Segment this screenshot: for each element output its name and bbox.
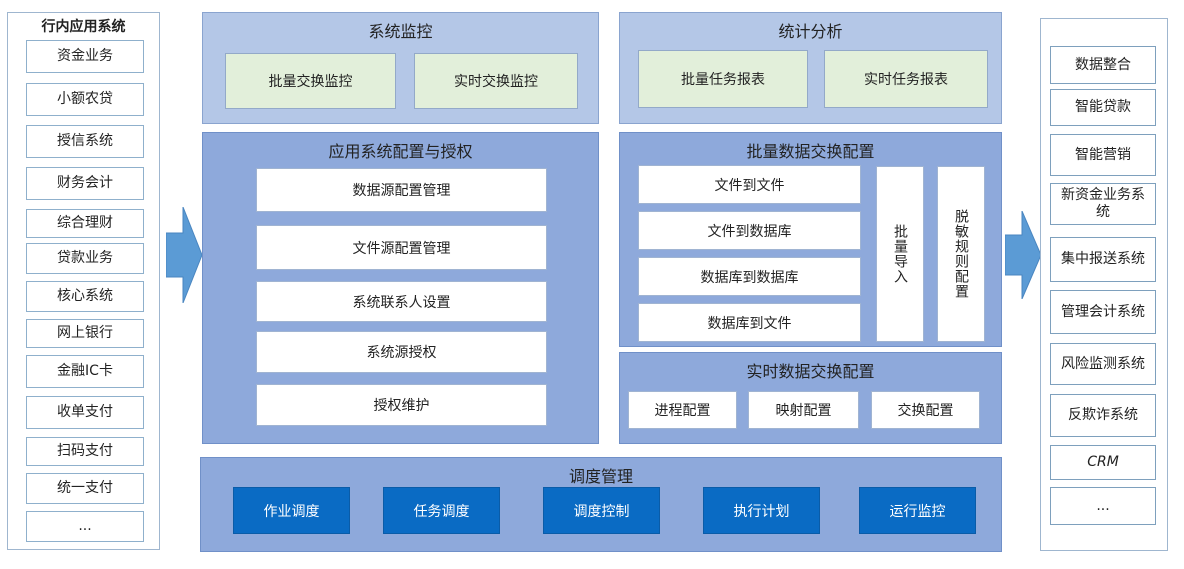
left-item-credit[interactable]: 授信系统 bbox=[26, 125, 144, 158]
file-to-db[interactable]: 文件到数据库 bbox=[638, 211, 861, 250]
right-arrow-icon bbox=[1005, 211, 1041, 299]
left-item-acquiring[interactable]: 收单支付 bbox=[26, 396, 144, 429]
file-to-file[interactable]: 文件到文件 bbox=[638, 165, 861, 204]
right-item-crm[interactable]: CRM bbox=[1050, 445, 1156, 480]
app-config-title: 应用系统配置与授权 bbox=[328, 142, 473, 161]
job-scheduling[interactable]: 作业调度 bbox=[233, 487, 350, 534]
left-item-wealth[interactable]: 综合理财 bbox=[26, 209, 144, 238]
datasource-config[interactable]: 数据源配置管理 bbox=[256, 168, 547, 212]
left-item-more[interactable]: ... bbox=[26, 511, 144, 542]
mapping-config[interactable]: 映射配置 bbox=[748, 391, 859, 429]
system-contact-setting[interactable]: 系统联系人设置 bbox=[256, 281, 547, 322]
run-monitoring[interactable]: 运行监控 bbox=[859, 487, 976, 534]
left-item-ebank[interactable]: 网上银行 bbox=[26, 319, 144, 348]
batch-exchange-monitor[interactable]: 批量交换监控 bbox=[225, 53, 396, 109]
scheduling-panel: 调度管理 作业调度 任务调度 调度控制 执行计划 运行监控 bbox=[200, 457, 1002, 552]
right-item-smart-loan[interactable]: 智能贷款 bbox=[1050, 89, 1156, 126]
right-target-panel: 数据整合 智能贷款 智能营销 新资金业务系统 集中报送系统 管理会计系统 风险监… bbox=[1040, 18, 1168, 551]
batch-config-panel: 批量数据交换配置 文件到文件 文件到数据库 数据库到数据库 数据库到文件 批量导… bbox=[619, 132, 1002, 347]
right-item-central-report[interactable]: 集中报送系统 bbox=[1050, 237, 1156, 282]
monitoring-title: 系统监控 bbox=[368, 22, 433, 41]
exchange-config[interactable]: 交换配置 bbox=[871, 391, 980, 429]
masking-rule-config[interactable]: 脱敏规则配置 bbox=[937, 166, 985, 342]
right-arrow-icon bbox=[166, 207, 202, 303]
system-source-auth[interactable]: 系统源授权 bbox=[256, 331, 547, 373]
right-item-data-integration[interactable]: 数据整合 bbox=[1050, 46, 1156, 84]
right-item-more[interactable]: ... bbox=[1050, 487, 1156, 525]
right-item-new-funds[interactable]: 新资金业务系统 bbox=[1050, 183, 1156, 225]
right-item-anti-fraud[interactable]: 反欺诈系统 bbox=[1050, 394, 1156, 437]
statistics-panel: 统计分析 批量任务报表 实时任务报表 bbox=[619, 12, 1002, 124]
batch-task-report[interactable]: 批量任务报表 bbox=[638, 50, 808, 108]
task-scheduling[interactable]: 任务调度 bbox=[383, 487, 500, 534]
left-panel-title: 行内应用系统 bbox=[41, 19, 126, 35]
realtime-config-panel: 实时数据交换配置 进程配置 映射配置 交换配置 bbox=[619, 352, 1002, 444]
left-item-funds[interactable]: 资金业务 bbox=[26, 40, 144, 73]
realtime-task-report[interactable]: 实时任务报表 bbox=[824, 50, 988, 108]
realtime-config-title: 实时数据交换配置 bbox=[746, 362, 875, 381]
execution-plan[interactable]: 执行计划 bbox=[703, 487, 820, 534]
left-app-panel: 行内应用系统 资金业务 小额农贷 授信系统 财务会计 综合理财 贷款业务 核心系… bbox=[7, 12, 160, 550]
db-to-db[interactable]: 数据库到数据库 bbox=[638, 257, 861, 296]
left-item-unified-pay[interactable]: 统一支付 bbox=[26, 473, 144, 504]
left-item-ic-card[interactable]: 金融IC卡 bbox=[26, 355, 144, 388]
batch-config-title: 批量数据交换配置 bbox=[746, 142, 875, 161]
right-item-mgmt-accounting[interactable]: 管理会计系统 bbox=[1050, 290, 1156, 334]
right-item-smart-marketing[interactable]: 智能营销 bbox=[1050, 134, 1156, 176]
right-item-risk-monitor[interactable]: 风险监测系统 bbox=[1050, 343, 1156, 385]
left-item-loan[interactable]: 贷款业务 bbox=[26, 243, 144, 274]
left-item-accounting[interactable]: 财务会计 bbox=[26, 167, 144, 200]
batch-import[interactable]: 批量导入 bbox=[876, 166, 924, 342]
filesource-config[interactable]: 文件源配置管理 bbox=[256, 225, 547, 270]
auth-maintenance[interactable]: 授权维护 bbox=[256, 384, 547, 426]
monitoring-panel: 系统监控 批量交换监控 实时交换监控 bbox=[202, 12, 599, 124]
app-config-panel: 应用系统配置与授权 数据源配置管理 文件源配置管理 系统联系人设置 系统源授权 … bbox=[202, 132, 599, 444]
left-item-microloan[interactable]: 小额农贷 bbox=[26, 83, 144, 116]
realtime-exchange-monitor[interactable]: 实时交换监控 bbox=[414, 53, 578, 109]
statistics-title: 统计分析 bbox=[778, 22, 843, 41]
scheduling-control[interactable]: 调度控制 bbox=[543, 487, 660, 534]
process-config[interactable]: 进程配置 bbox=[628, 391, 737, 429]
left-item-core[interactable]: 核心系统 bbox=[26, 281, 144, 312]
db-to-file[interactable]: 数据库到文件 bbox=[638, 303, 861, 342]
scheduling-title: 调度管理 bbox=[568, 467, 633, 486]
left-item-qr-pay[interactable]: 扫码支付 bbox=[26, 437, 144, 466]
